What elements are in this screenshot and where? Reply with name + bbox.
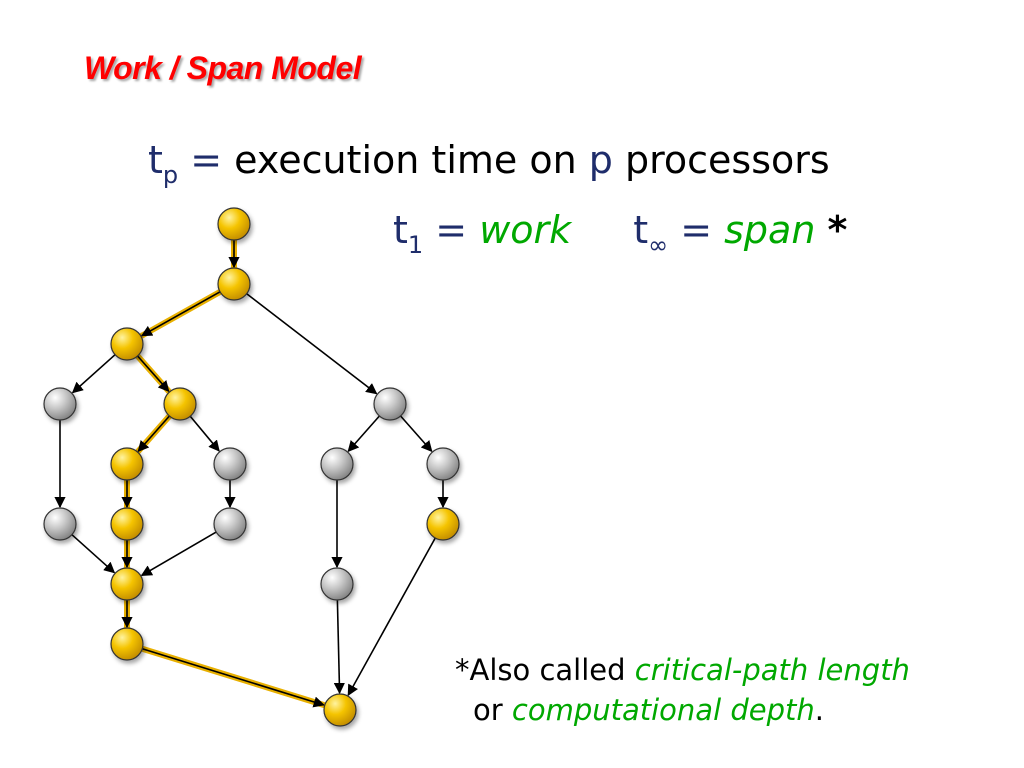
dag-nodes [43, 207, 460, 727]
footnote-line-2: or computational depth. [455, 690, 910, 730]
dag-edge-n5-n7 [137, 415, 171, 453]
t1-subscript: 1 [407, 231, 424, 259]
tp-text-a: execution time on [234, 138, 589, 182]
span-term: span [724, 208, 816, 252]
critical-node-n16 [426, 507, 460, 541]
critical-node-n14 [110, 567, 144, 601]
dag-node-n8 [213, 447, 247, 481]
p-symbol: p [588, 138, 613, 182]
dag-node-n12 [426, 447, 460, 481]
tp-subscript: p [162, 161, 179, 189]
equals-sign: = [190, 138, 223, 182]
dag-edge-n15-n18 [333, 599, 345, 695]
footnote-text-a: Also called [469, 653, 635, 687]
dag-edge-n3-n5 [136, 355, 170, 393]
dag-edge-n6-n12 [399, 415, 433, 453]
critical-node-n18 [323, 693, 357, 727]
dag-edge-n2-n3 [140, 291, 221, 337]
tp-base: t [148, 138, 163, 182]
equals-sign: = [680, 208, 713, 252]
critical-node-n3 [110, 327, 144, 361]
dag-edge-n10-n14 [71, 534, 116, 574]
tinf-symbol: t∞ [633, 208, 668, 259]
dag-edge-n16-n18 [347, 537, 436, 697]
critical-node-n5 [163, 387, 197, 421]
equals-sign: = [435, 208, 468, 252]
t1-base: t [393, 208, 408, 252]
footnote-line-1: *Also called critical-path length [455, 650, 910, 690]
t1-symbol: t1 [393, 208, 423, 259]
tp-definition: tp = execution time on p processors [148, 138, 830, 189]
dag-edge-n6-n9 [347, 415, 381, 453]
asterisk-mark: * [827, 208, 848, 252]
dag-node-n15 [320, 567, 354, 601]
dag-edge-n2-n6 [246, 293, 378, 395]
dag-edge-n13-n14 [140, 531, 217, 577]
slide-title: Work / Span Model [84, 50, 362, 86]
tinf-base: t [633, 208, 649, 252]
dag-node-n6 [373, 387, 407, 421]
work-term: work [479, 208, 572, 252]
dag-node-n9 [320, 447, 354, 481]
critical-node-n11 [110, 507, 144, 541]
footnote: *Also called critical-path length or com… [455, 650, 910, 730]
critical-node-n2 [217, 267, 251, 301]
dag-node-n10 [43, 507, 77, 541]
footnote-text-b: or [473, 693, 512, 727]
dag-node-n13 [213, 507, 247, 541]
dag-edge-n3-n4 [71, 354, 116, 394]
footnote-star: * [455, 653, 470, 687]
tp-text-b: processors [612, 138, 830, 182]
critical-node-n7 [110, 447, 144, 481]
dag-node-n4 [43, 387, 77, 421]
critical-path-term: critical-path length [634, 653, 910, 687]
footnote-period: . [814, 693, 824, 727]
dag-edges [54, 237, 449, 708]
critical-node-n1 [217, 207, 251, 241]
tp-symbol: tp [148, 138, 178, 189]
computational-depth-term: computational depth [511, 693, 815, 727]
dag-edge-n17-n18 [142, 647, 325, 708]
tinf-subscript: ∞ [648, 231, 669, 259]
dag-edge-n5-n8 [189, 415, 220, 452]
critical-node-n17 [110, 627, 144, 661]
